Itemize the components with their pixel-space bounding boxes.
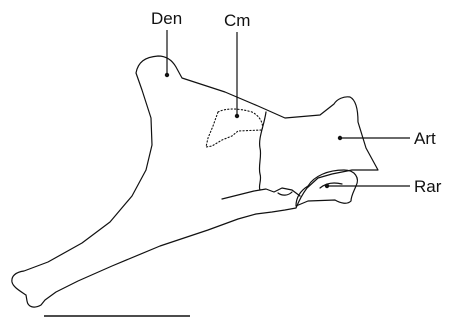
rar-label: Rar [414, 177, 442, 196]
rar-marker-dot [325, 184, 329, 188]
art-marker-dot [338, 136, 342, 140]
ventral-ridge [222, 188, 300, 199]
art-label: Art [414, 129, 436, 148]
cm-label: Cm [224, 11, 250, 30]
den-label: Den [151, 9, 182, 28]
cm-fossa-outline [206, 109, 263, 147]
dentary-suture [259, 112, 266, 190]
bone-outline [12, 56, 378, 307]
den-marker-dot [165, 73, 169, 77]
ridge-notch [278, 192, 292, 195]
cm-marker-dot [235, 114, 239, 118]
